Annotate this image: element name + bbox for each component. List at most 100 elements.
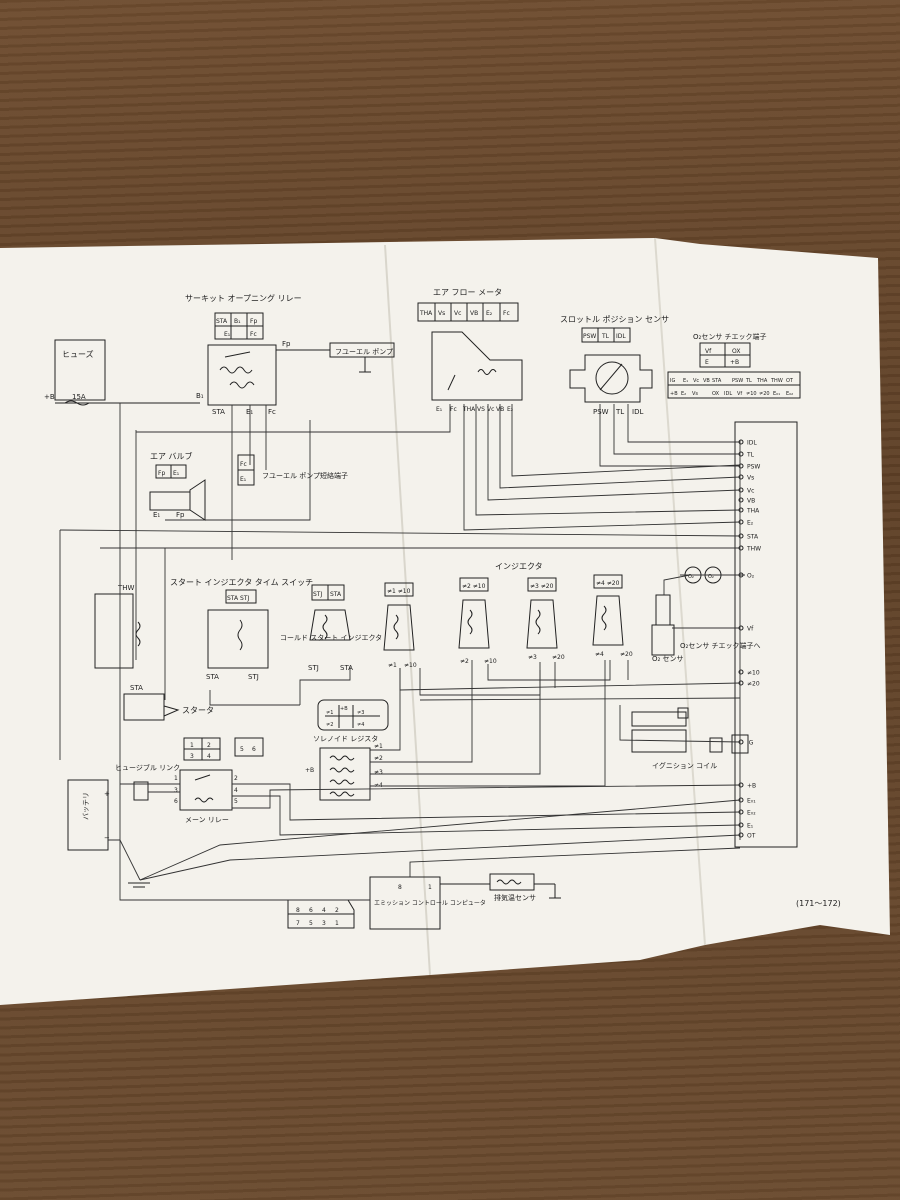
sr-pin-3: ≠3 (357, 710, 364, 716)
fuse-label: ヒューズ (62, 349, 94, 359)
ecu-terminal-label: O₂ (747, 573, 755, 580)
inj3-pins: ≠3 ≠20 (530, 583, 554, 590)
sitw-pins: STA STJ (227, 595, 249, 602)
ecu-terminal-label: E₂ (747, 520, 754, 527)
ecu-terminal-label: OT (747, 833, 756, 840)
ecu-terminal-label: Vs (747, 475, 754, 482)
bc-2: 4 (322, 907, 326, 914)
start-injector-time-switch: スタート インジエクタ タイム スイッチ STA STJ STA STJ (170, 578, 313, 681)
inj4-t1: ≠4 (595, 651, 604, 658)
sitw-stj: STJ (248, 673, 259, 681)
emission-control-computer: 8 1 エミッション コントロール コンピュータ (369, 876, 486, 930)
injector-2: ≠2 ≠10 ≠2 ≠10 (458, 577, 497, 665)
csi-label: コールド スタート インジエクタ (280, 633, 382, 642)
inj4-pins: ≠4 ≠20 (596, 580, 620, 587)
sr-term-1: ≠1 (374, 743, 383, 750)
mr-tl-1: 1 (174, 775, 178, 782)
ecu-conn-r2-0: +B (670, 391, 678, 397)
ecu-conn-r1-2: Vc (693, 378, 699, 384)
csi-pin-stj: STJ (313, 591, 322, 598)
ecu-terminal-label: ≠20 (747, 681, 760, 688)
page-number: (171〜172) (796, 899, 841, 908)
cor-pin-fp: Fp (250, 318, 257, 325)
inj4-t2: ≠20 (620, 651, 633, 658)
air-valve-pin-e1: E₁ (173, 470, 180, 477)
wiring (59, 403, 745, 901)
bc-0: 8 (296, 907, 300, 914)
ecu-conn-r1-4: STA (712, 378, 722, 384)
o2-pin-1: O₂ (688, 574, 694, 580)
air-valve-fp: Fp (176, 511, 185, 519)
bc-1: 6 (309, 907, 313, 914)
tps-pin-psw: PSW (583, 333, 596, 340)
mr-pin-6: 6 (252, 746, 256, 753)
ecu-conn-r1-6: TL (745, 378, 752, 384)
to-o2-check-label: O₂センサ チエック端子へ (680, 641, 761, 650)
ecu-terminal-label: THA (746, 508, 760, 515)
ecu-terminal-label: IG (747, 740, 754, 747)
ecu-terminal-label: +B (747, 783, 756, 790)
sr-pin-4: ≠4 (357, 722, 364, 728)
battery-minus: − (104, 834, 110, 842)
ecu-conn-r1-5: PSW (732, 378, 743, 384)
tps-term-psw: PSW (593, 408, 609, 416)
battery-label: バッテリ (82, 792, 90, 820)
ecu-terminal-label: Vf (747, 626, 754, 633)
ecu-terminal-label: THW (746, 546, 761, 553)
bc-6: 3 (322, 920, 326, 927)
ecu-terminal-label: Vc (747, 488, 754, 495)
ecc-pin-1: 1 (428, 884, 432, 891)
cor-pin-fc: Fc (250, 331, 257, 338)
ecc-label: エミッション コントロール コンピュータ (374, 899, 486, 907)
o2check-pin-vf: Vf (705, 348, 712, 355)
injector-1: ≠1 ≠10 ≠1 ≠10 (383, 582, 417, 669)
ecu-conn-r1-3: VB (703, 378, 710, 384)
sr-plusb: +B (305, 767, 314, 774)
fpst-pin-e1: E₁ (240, 476, 247, 483)
injector-3: ≠3 ≠20 ≠3 ≠20 (526, 577, 565, 661)
ecu-conn-r1-9: OT (786, 378, 794, 384)
mr-tr-2: 2 (234, 775, 238, 782)
afm-title: エア フロー メータ (433, 288, 502, 297)
o2-sensor-label: O₂ センサ (652, 655, 684, 663)
cor-pin-b1: B₁ (234, 318, 241, 325)
bc-4: 7 (296, 920, 300, 927)
o2check-pin-plusb: +B (730, 359, 739, 366)
sitw-title: スタート インジエクタ タイム スイッチ (170, 578, 313, 587)
mr-pin-5: 5 (240, 746, 244, 753)
afm-term-vc: Vc (487, 406, 494, 413)
fusible-link-label: ヒュージブル リンク (115, 763, 180, 772)
inj1-pins: ≠1 ≠10 (387, 588, 411, 595)
afm-term-e2: E₂ (507, 406, 514, 413)
tps-pin-tl: TL (601, 333, 610, 340)
cor-pin-e1: E₁ (224, 331, 231, 338)
mr-tl-6: 6 (174, 798, 178, 805)
tps-term-tl: TL (615, 408, 624, 416)
fp-label: Fp (282, 340, 291, 348)
exhaust-temp-sensor: 排気温センサ (440, 873, 561, 902)
fuel-pump-label: フユーエル ポンプ (335, 348, 393, 356)
cor-term-fc: Fc (268, 408, 276, 416)
sr-term-3: ≠3 (374, 769, 383, 776)
air-valve-pin-fp: Fp (158, 470, 165, 477)
o2-check-terminal: O₂センサ チエック端子 Vf OX E +B (693, 332, 767, 368)
ecu-conn-r1-7: THA (756, 378, 768, 384)
afm-term-vs: VS (477, 406, 485, 413)
air-valve-title: エア バルブ (150, 451, 193, 461)
ecu-connector: IG E₁ Vc VB STA PSW TL THA THW OT +B E₂ … (667, 371, 801, 399)
bc-3: 2 (335, 907, 339, 914)
afm-pin-tha: THA (419, 310, 433, 317)
ecu-terminal-label: E₁ (747, 823, 754, 830)
ecu-terminal-label: TL (746, 452, 755, 459)
b1-label: B₁ (196, 392, 204, 400)
ecu-terminal-label: E₀₂ (747, 810, 756, 817)
sr-label: ソレノイド レジスタ (313, 734, 378, 743)
ecu-terminal-label: IDL (747, 440, 757, 447)
fuel-pump-short-terminal: Fc E₁ フユーエル ポンプ短絡端子 (237, 454, 348, 486)
ecu-unit (734, 421, 798, 848)
afm-pin-vs: Vs (438, 310, 445, 317)
injector-4: ≠4 ≠20 ≠4 ≠20 (592, 574, 633, 658)
ecu-conn-r2-7: ≠20 (759, 391, 770, 397)
inj2-t1: ≠2 (460, 658, 469, 665)
tps-pin-idl: IDL (616, 333, 626, 340)
